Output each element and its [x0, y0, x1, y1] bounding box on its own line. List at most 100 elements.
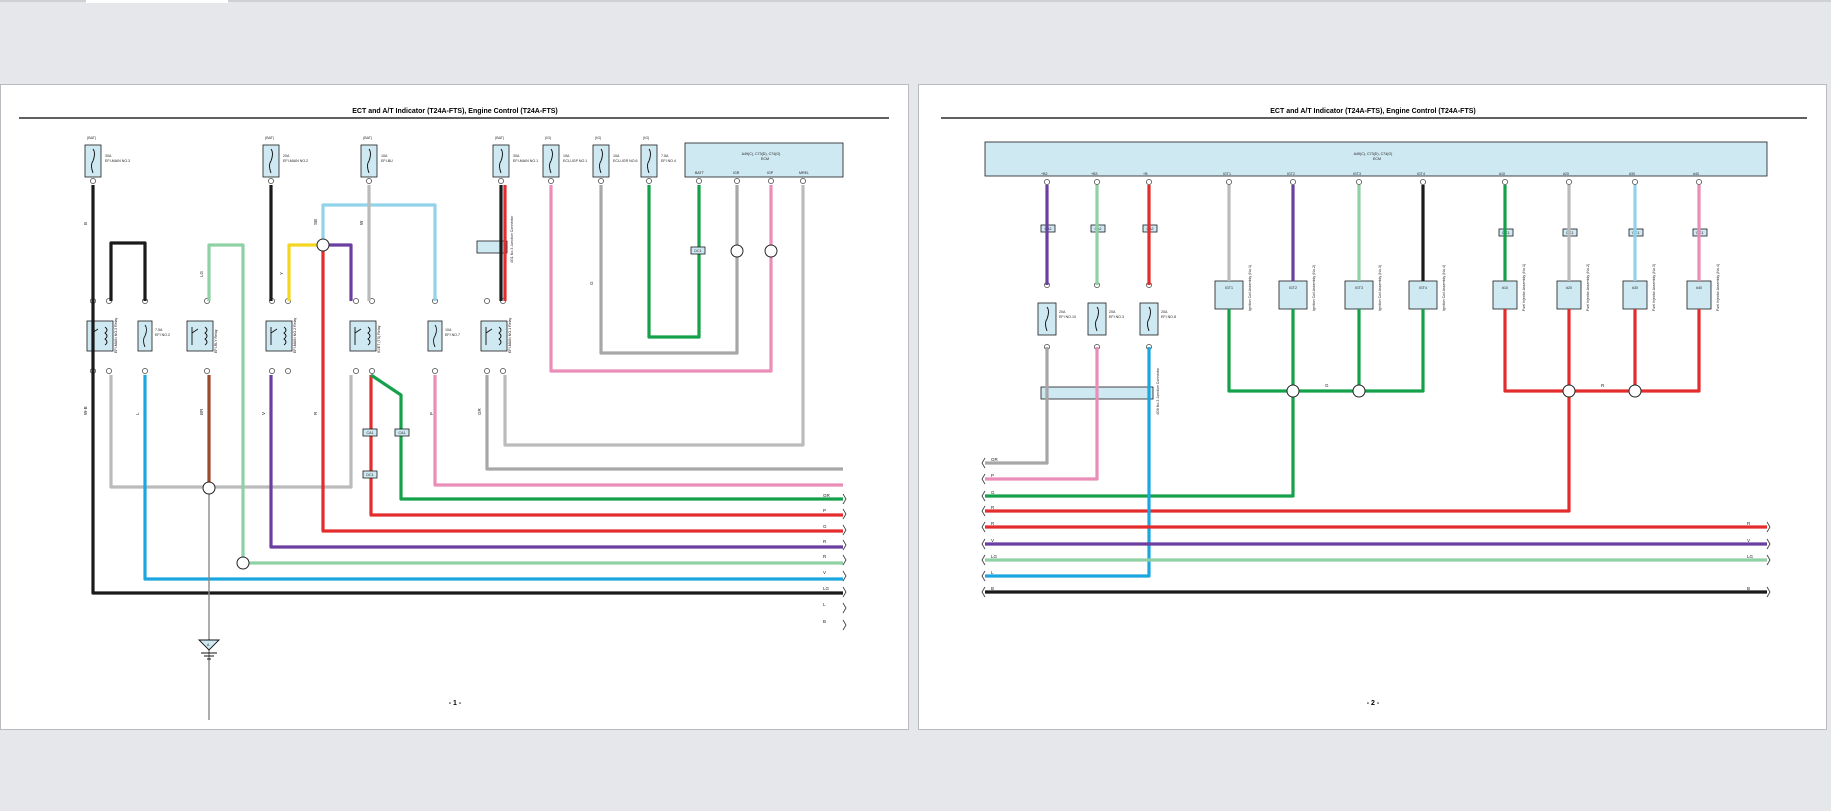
wire-color-label: V	[261, 412, 266, 415]
fuse-element-icon	[647, 148, 651, 174]
fuse-name: EFI NO.4	[661, 159, 676, 163]
ecm-sub: ECM	[1373, 157, 1381, 161]
relay-label: EFI-MAIN NO.3 Relay	[114, 317, 118, 353]
wire-end-label: V	[1747, 538, 1750, 543]
viewer-top-bar	[0, 0, 1831, 2]
connector-label: CA1	[367, 431, 374, 435]
wire-continue-arrow	[1766, 586, 1771, 598]
ecm-pin-label: IGT1	[1223, 172, 1231, 176]
relay-coil-icon	[498, 326, 502, 346]
ecm-pin-label: IGT4	[1417, 172, 1425, 176]
page-title: ECT and A/T Indicator (T24A-FTS), Engine…	[352, 108, 557, 115]
injector-pin-label: #40	[1696, 286, 1702, 290]
wire-start-label: GR	[991, 457, 999, 462]
wire-GR	[985, 347, 1049, 465]
wire-color-label: BR	[199, 408, 204, 415]
coil-pin-label: IGT3	[1355, 286, 1363, 290]
wire-W-B	[109, 375, 353, 489]
wire-W-2	[503, 185, 805, 447]
fuse-rating: 10A	[613, 154, 620, 158]
wiring-diagram-page-2: ECT and A/T Indicator (T24A-FTS), Engine…	[941, 108, 1807, 707]
relay-label: EFI-MAIN NO.2 Relay	[293, 317, 297, 353]
ecm-pin-label: IGT2	[1287, 172, 1295, 176]
ecm-pin-label: #40	[1693, 172, 1699, 176]
viewer-active-tab[interactable]	[86, 0, 228, 3]
fuse-name: EFI NO.8	[1161, 315, 1176, 319]
relay-switch-icon	[354, 327, 362, 345]
coil-pin-label: IGT2	[1289, 286, 1297, 290]
wire-end-label: B	[1747, 586, 1750, 591]
wire-color-label: R	[1601, 383, 1605, 388]
relay-pin	[484, 298, 490, 304]
wiring-diagram-page-1: ECT and A/T Indicator (T24A-FTS), Engine…	[19, 108, 889, 720]
wire-end-label: R	[823, 539, 827, 544]
wire-end-label: B	[823, 619, 826, 624]
fuse-element-icon	[143, 324, 147, 348]
wire-start-label: B	[991, 586, 994, 591]
wire-continue-arrow	[842, 524, 847, 536]
ecm-pin-label: IGR	[733, 171, 740, 175]
wire-P-2	[549, 185, 773, 373]
wire-continue-arrow	[981, 554, 986, 566]
ecm-box	[684, 142, 844, 178]
wire-continue-arrow	[842, 602, 847, 614]
wire-start-label: G	[991, 490, 995, 495]
fuse-rating: 10A	[381, 154, 388, 158]
ecm-pin	[1146, 179, 1152, 185]
wire-continue-arrow	[981, 570, 986, 582]
wire-GR	[485, 375, 843, 471]
relay-pin	[369, 368, 375, 374]
ecm-pin	[1044, 179, 1050, 185]
connector-label: DC1	[694, 249, 701, 253]
fuse-rating: 20A	[283, 154, 290, 158]
wire-R-injectors	[1503, 309, 1701, 393]
connector-box	[690, 246, 706, 255]
wire-L	[985, 347, 1151, 578]
splice-node	[236, 556, 250, 570]
ecm-pin-label: +B2	[1041, 172, 1048, 176]
wire-B	[91, 185, 843, 595]
relay-box	[86, 320, 114, 352]
fuse-rating: 30A	[513, 154, 520, 158]
coil-label: Ignition Coil Assembly (No.2)	[1312, 265, 1316, 311]
ecm-pin-label: +B3	[1091, 172, 1098, 176]
relay-pin	[484, 368, 490, 374]
ecm-pin-label: #10	[1499, 172, 1505, 176]
wire-P	[433, 375, 843, 487]
wire-color-label: SB	[313, 219, 318, 225]
page-title: ECT and A/T Indicator (T24A-FTS), Engine…	[1270, 108, 1475, 115]
wire-G-2	[647, 185, 701, 339]
injector-label: Fuel Injector Assembly (No.4)	[1716, 264, 1720, 311]
wire-color-label: LG	[199, 270, 204, 277]
wire-start-label: R	[991, 505, 995, 510]
coil-pin-label: IGT4	[1419, 286, 1427, 290]
ecm-pin	[768, 178, 774, 184]
page-number: - 2 -	[1367, 700, 1380, 707]
relay-switch-icon	[191, 327, 199, 345]
wire-start-label: V	[991, 538, 994, 543]
injector-pin-label: #30	[1632, 286, 1638, 290]
ecm-pin	[1226, 179, 1232, 185]
relay-label: EFI-RLY Relay	[214, 329, 218, 353]
wire-continue-arrow	[981, 538, 986, 550]
fuse-element-icon	[599, 148, 603, 174]
wire-continue-arrow	[842, 508, 847, 520]
ground-label: A	[207, 643, 210, 647]
wire-end-label: R	[1747, 521, 1751, 526]
ecm-pin	[1356, 179, 1362, 185]
wire-color-label: Y	[279, 272, 284, 275]
relay-box	[265, 320, 293, 352]
ecm-pin	[1566, 179, 1572, 185]
relay-box	[480, 320, 508, 352]
connector-box	[362, 428, 378, 437]
fuse-name: EFI NO.10	[1059, 315, 1076, 319]
fuse-rating: 20A	[1109, 310, 1116, 314]
fuse-element-icon	[91, 148, 95, 174]
coil-label: Ignition Coil Assembly (No.3)	[1378, 265, 1382, 311]
splice-node	[316, 238, 330, 252]
wire-continue-arrow	[981, 490, 986, 502]
fuse-element-icon	[549, 148, 553, 174]
injector-label: Fuel Injector Assembly (No.1)	[1522, 264, 1526, 311]
wire-color-label: G	[589, 281, 594, 285]
relay-pin	[500, 368, 506, 374]
